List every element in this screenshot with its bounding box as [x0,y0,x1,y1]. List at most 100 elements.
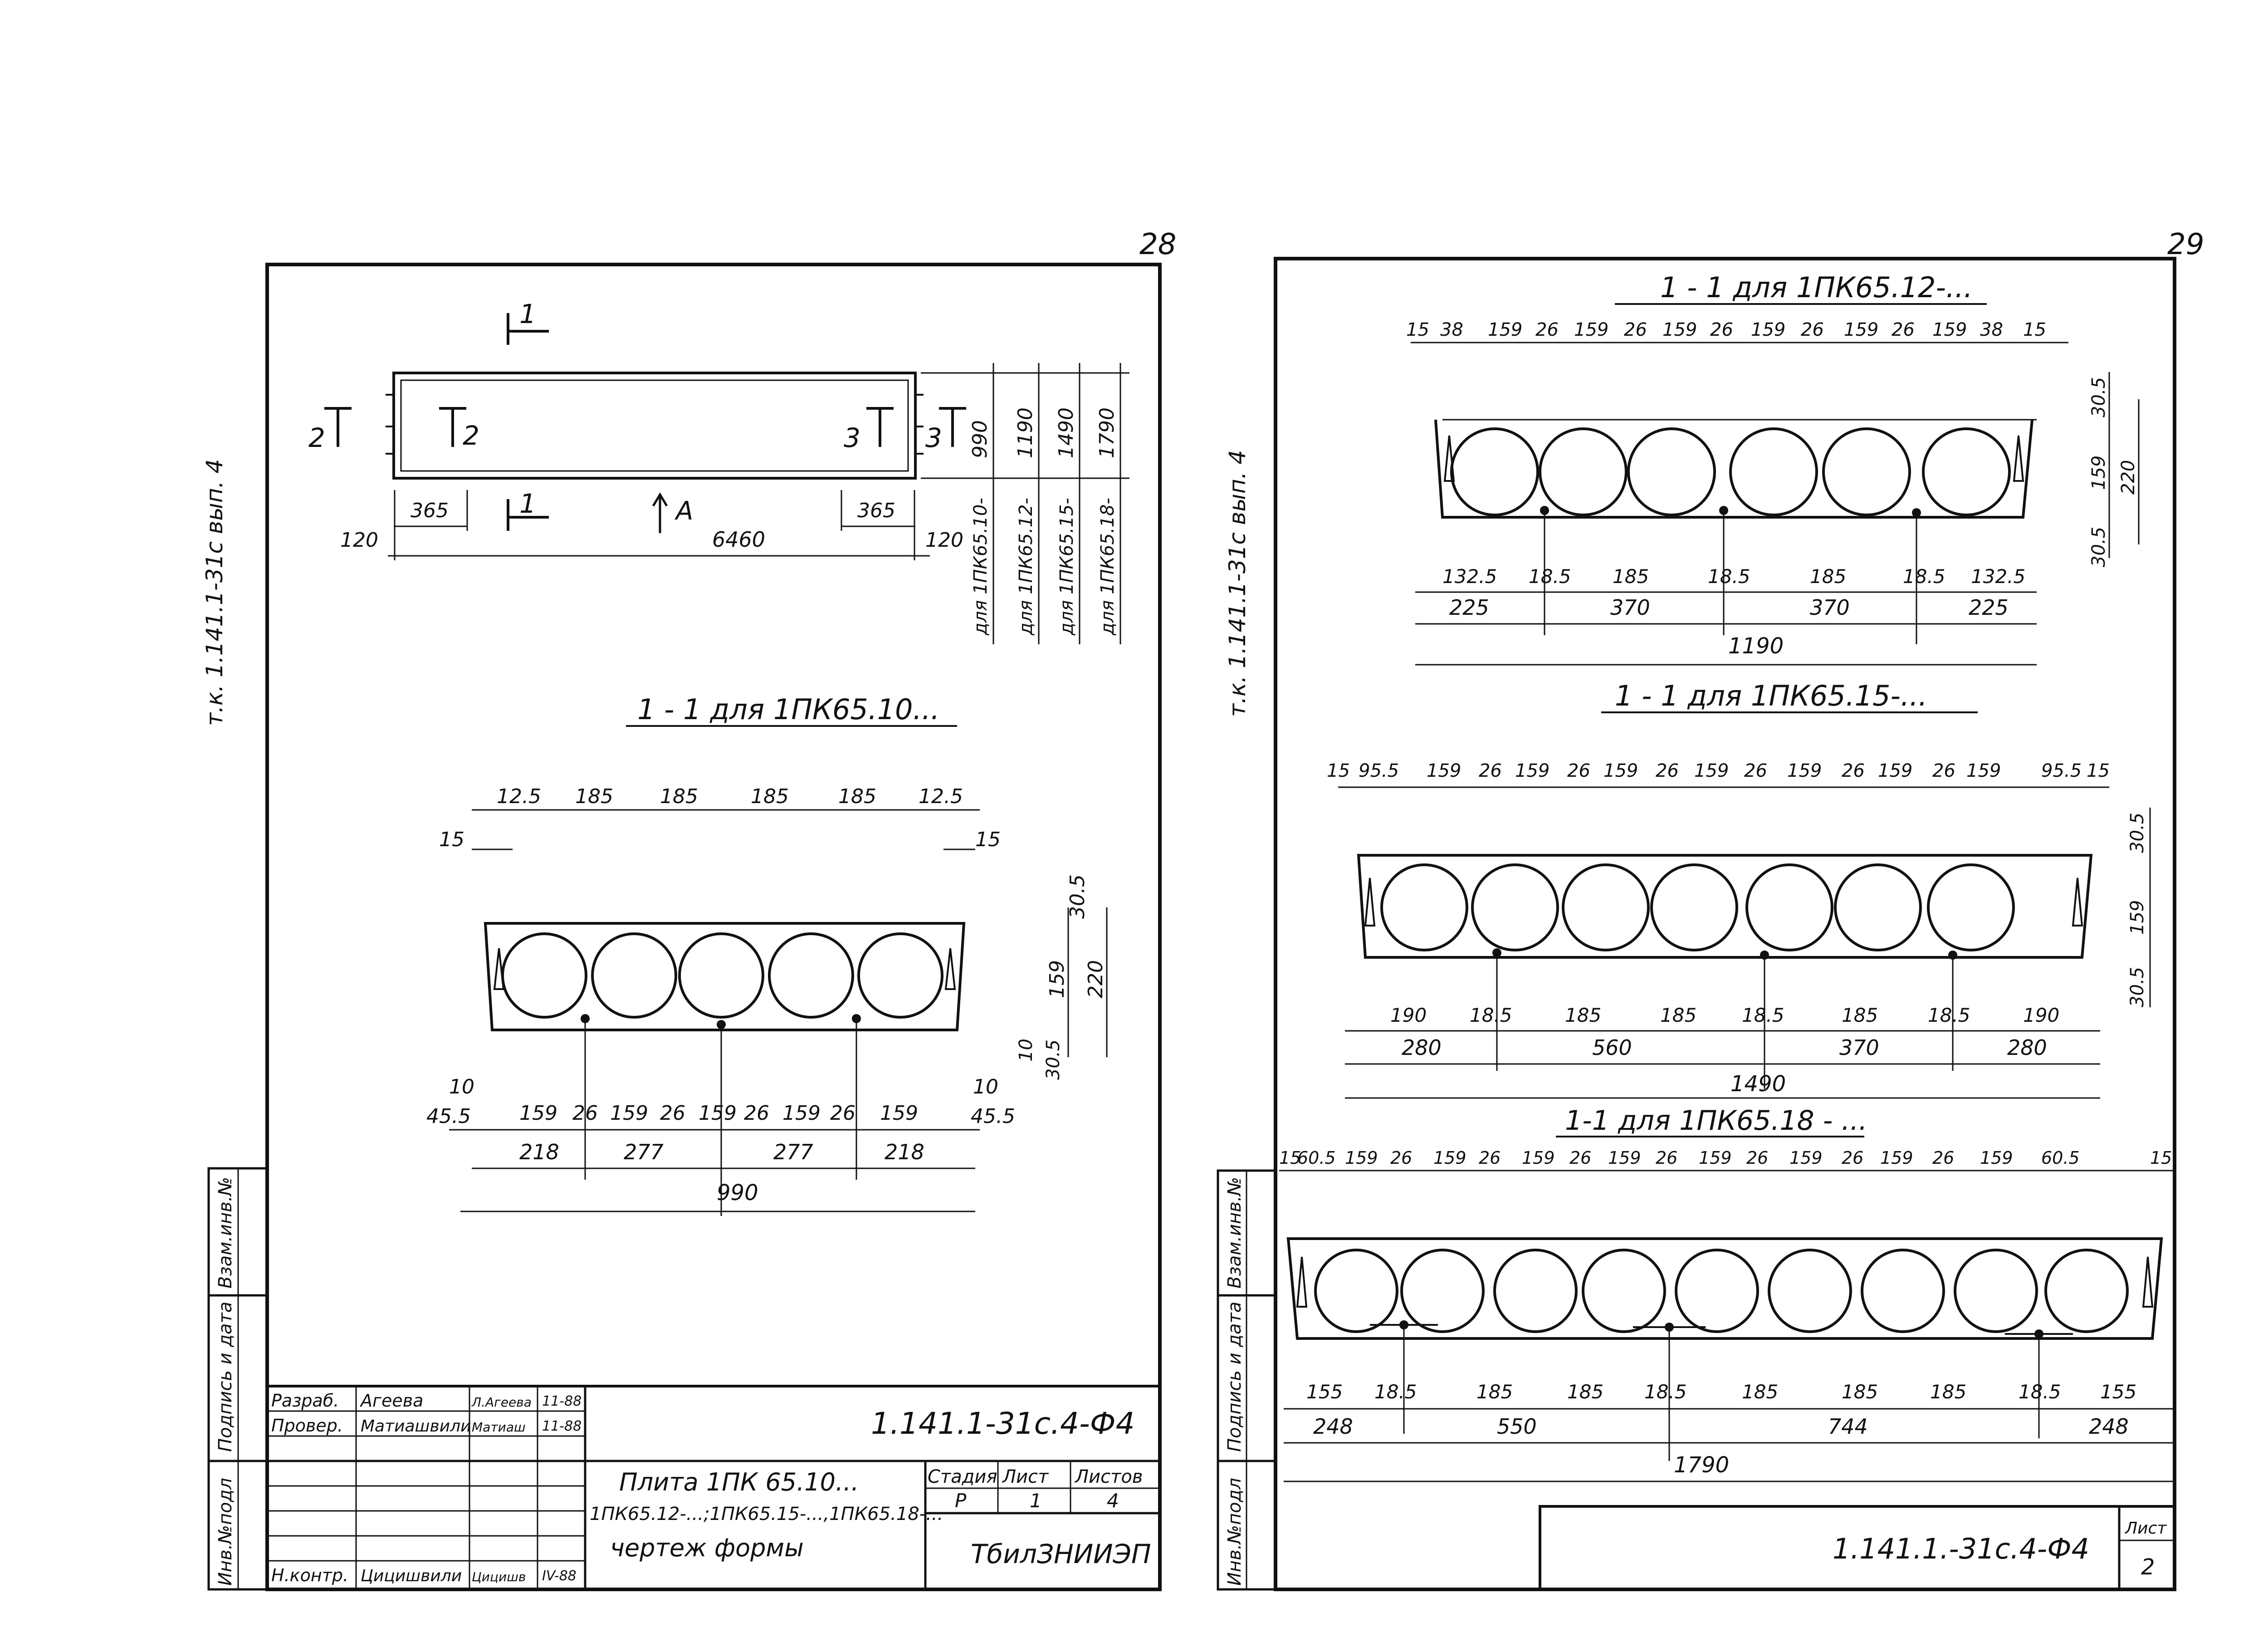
plan-note-15: для 1ПК65.15- [1056,498,1077,636]
sec15-r-30.5-top: 30.5 [2127,813,2148,853]
plan-sec-2-left: 2 [308,422,325,453]
sec10-r1-3: 159 [610,1102,648,1125]
sec12-top-9: 26 [1801,319,1824,340]
sec18-top-2: 159 [1345,1148,1378,1168]
sec10-r1-7: 159 [782,1102,821,1125]
sec12-void-1 [1450,427,1539,516]
sec10-void-2 [591,932,677,1019]
sec18-void-6 [1768,1249,1852,1333]
sec18-r1-0: 155 [1306,1381,1343,1403]
sec10-r1-8: 26 [830,1102,855,1125]
sec12-slab-outline [1434,419,2033,519]
right-side-code: т.к. 1.141.1-31с вып. 4 [1224,450,1251,717]
sec12-top-11: 26 [1892,319,1915,340]
plan-width-990: 990 [968,420,992,458]
sec18-top-8: 159 [1608,1148,1641,1168]
sec10-r2-0: 218 [519,1140,559,1164]
sec10-r1-1: 159 [519,1102,557,1125]
sec12-void-4 [1729,427,1818,516]
plan-dim-120-right: 120 [925,529,963,552]
tb-doc-code: 1.141.1-31с.4-Ф4 [871,1406,1135,1441]
sec18-top-0: 15 [1279,1148,1301,1168]
sec12-r-30.5-top: 30.5 [2088,377,2109,417]
sec12-r1-1: 18.5 [1529,565,1571,588]
sec15-r1-5: 185 [1842,1004,1878,1026]
sec10-void-4 [768,932,854,1019]
sec18-top-1: 60.5 [1297,1148,1336,1168]
sec18-void-1 [1314,1249,1398,1333]
sec15-r1-3: 185 [1660,1004,1696,1026]
tb-name-line3: чертеж формы [610,1534,804,1562]
right-sheet: 29 т.к. 1.141.1-31с вып. 4 1 - 1 для 1ПК… [1217,228,2204,1591]
sec12-top-8: 159 [1751,319,1785,340]
sec18-top-9: 26 [1656,1148,1677,1168]
sec18-top-13: 26 [1842,1148,1863,1168]
section-10-title: 1 - 1 для 1ПК65.10... [637,693,940,726]
sec18-top-6: 159 [1522,1148,1555,1168]
sec15-top-7: 26 [1656,760,1679,781]
sec12-r1-3: 18.5 [1708,565,1750,588]
tb-role-0: Разраб. [271,1391,339,1411]
sec18-r1-4: 18.5 [1644,1381,1687,1403]
sec12-r1-0: 132.5 [1442,565,1497,588]
sec15-title: 1 - 1 для 1ПК65.15-... [1615,679,1927,712]
left-sheet: 28 т.к. 1.141.1-31с вып. 4 1 1 2 2 3 3 [201,228,1176,1591]
plan-dim-365-left: 365 [411,499,449,522]
sec10-r1-4: 26 [660,1102,685,1125]
sec15-void-6 [1834,863,1922,951]
sec10-void-1 [501,932,587,1019]
sec12-top-5: 26 [1624,319,1647,340]
sec10-bottom-10-right: 10 [973,1075,998,1098]
sec10-side-15-left: 15 [439,828,464,851]
sec18-top-17: 60.5 [2041,1148,2080,1168]
sec18-title: 1-1 для 1ПК65.18 - ... [1565,1105,1867,1137]
sec15-top-3: 26 [1479,760,1502,781]
sec15-r1-4: 18.5 [1742,1004,1784,1026]
sec12-r-30.5-bot: 30.5 [2088,527,2109,567]
sec15-r2-1: 560 [1592,1035,1632,1060]
tb-sheets: 4 [1107,1490,1119,1512]
sec18-top-3: 26 [1390,1148,1412,1168]
tb-name-line1: Плита 1ПК 65.10... [619,1468,859,1496]
tb-stage-header: Стадия [928,1466,997,1487]
tb-name-2: Цицишвили [361,1567,462,1585]
sec12-top-4: 159 [1574,319,1608,340]
right-doc-code: 1.141.1.-31с.4-Ф4 [1833,1532,2089,1565]
tb-date-0: 11-88 [542,1393,582,1409]
plan-outline-inner [400,379,909,472]
sec18-r1-3: 185 [1567,1381,1603,1403]
sec15-r1-6: 18.5 [1928,1004,1970,1026]
sec18-top-18: 15 [2150,1148,2172,1168]
sec18-top-5: 26 [1479,1148,1501,1168]
tb-name-0: Агеева [359,1391,423,1411]
right-strip-sign: Подпись и дата [1224,1302,1245,1452]
tb-sheet: 1 [1030,1490,1042,1512]
sec15-overall: 1490 [1730,1071,1786,1097]
sec12-top-12: 159 [1932,319,1967,340]
sec10-side-15-right: 15 [975,828,1001,851]
sec18-void-7 [1861,1249,1945,1333]
sec18-void-3 [1493,1249,1578,1333]
sec15-r1-7: 190 [2023,1004,2059,1026]
sec15-top-0: 15 [1327,760,1350,781]
sec10-top-0: 12.5 [497,785,541,808]
sec15-top-1: 95.5 [1359,760,1399,781]
sec10-r1-10: 45.5 [971,1105,1015,1128]
left-side-strip: Инв.№подл Подпись и дата Взам.инв.№ [207,1167,269,1591]
sec18-slab-outline [1286,1237,2163,1340]
sec18-r1-9: 155 [2100,1381,2136,1403]
left-page-number: 28 [1139,228,1176,261]
sec18-r1-2: 185 [1476,1381,1513,1403]
sec12-r-159: 159 [2088,456,2109,490]
sec18-void-9 [2044,1249,2129,1333]
sec15-top-9: 26 [1744,760,1767,781]
sec18-void-4 [1582,1249,1666,1333]
sec18-top-14: 159 [1880,1148,1913,1168]
sec12-void-3 [1627,427,1716,516]
plan-note-18: для 1ПК65.18- [1097,498,1118,636]
section-15: 1 - 1 для 1ПК65.15-... 15 95.5 159 26 15… [1327,679,2151,1099]
sec10-r1-6: 26 [744,1102,769,1125]
left-strip-inv: Инв.№подл [215,1478,236,1586]
sec12-title: 1 - 1 для 1ПК65.12-... [1660,271,1973,304]
sec18-r1-7: 185 [1930,1381,1966,1403]
